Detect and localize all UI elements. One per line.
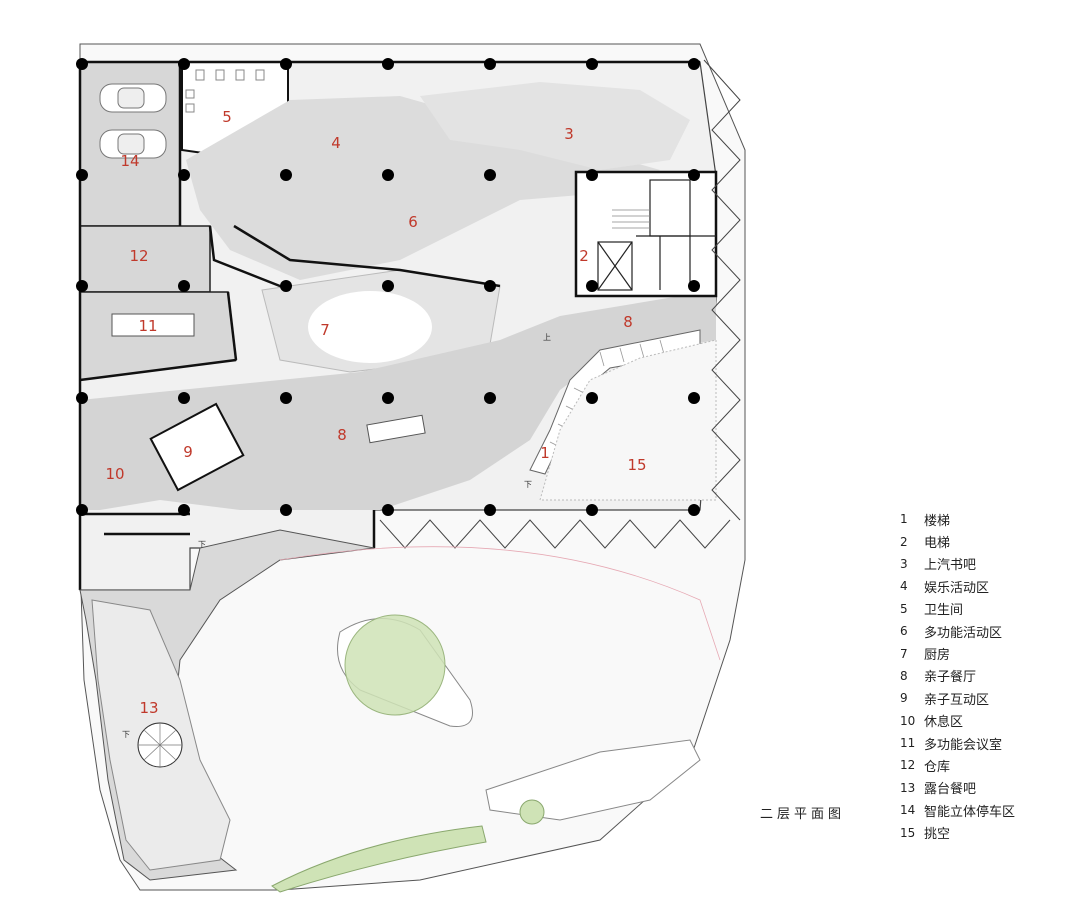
zone-label-7: 7 bbox=[320, 321, 330, 339]
void-zone bbox=[539, 339, 717, 501]
book-bar-floor-3 bbox=[420, 82, 690, 170]
zone-label-4: 4 bbox=[331, 134, 341, 152]
core-details bbox=[597, 179, 716, 291]
dining-table-long bbox=[366, 414, 426, 444]
toilet-fixtures bbox=[185, 69, 265, 113]
zone-label-14: 14 bbox=[120, 152, 139, 170]
interaction-box-9 bbox=[149, 402, 245, 492]
zone-label-1: 1 bbox=[540, 444, 550, 462]
zone-label-10: 10 bbox=[105, 465, 124, 483]
tree-canopy bbox=[344, 614, 446, 716]
zone-label-11: 11 bbox=[138, 317, 157, 335]
core-block bbox=[574, 170, 718, 298]
core-stair-treads bbox=[612, 209, 650, 229]
zone-label-8b: 8 bbox=[337, 426, 347, 444]
spiral-stair-treads bbox=[138, 723, 182, 767]
zone-label-15: 15 bbox=[627, 456, 646, 474]
stair-up-note: 上 bbox=[543, 333, 551, 342]
zone-label-8a: 8 bbox=[623, 313, 633, 331]
kitchen-island bbox=[308, 291, 432, 363]
stair-down-note-1: 下 bbox=[524, 480, 532, 489]
facade-zigzag-bottom bbox=[379, 519, 731, 549]
meeting-table bbox=[111, 313, 195, 337]
stair-down-note-2: 下 bbox=[198, 540, 206, 549]
zone-label-5: 5 bbox=[222, 108, 232, 126]
zone-label-9: 9 bbox=[183, 443, 193, 461]
stair-down-note-3: 下 bbox=[122, 730, 130, 739]
site-dashed-line bbox=[279, 546, 721, 661]
structural-columns bbox=[76, 58, 700, 516]
small-tree bbox=[519, 799, 545, 825]
green-leaf-strip bbox=[271, 825, 487, 893]
landscape-path bbox=[485, 739, 701, 821]
parked-cars bbox=[99, 83, 167, 159]
zone-label-13: 13 bbox=[139, 699, 158, 717]
zone-label-2: 2 bbox=[579, 247, 589, 265]
zone-label-12: 12 bbox=[129, 247, 148, 265]
zone-label-3: 3 bbox=[564, 125, 574, 143]
facade-zigzag-right bbox=[703, 59, 741, 521]
plan-title: 二层平面图 bbox=[760, 807, 846, 822]
zone-label-6: 6 bbox=[408, 213, 418, 231]
